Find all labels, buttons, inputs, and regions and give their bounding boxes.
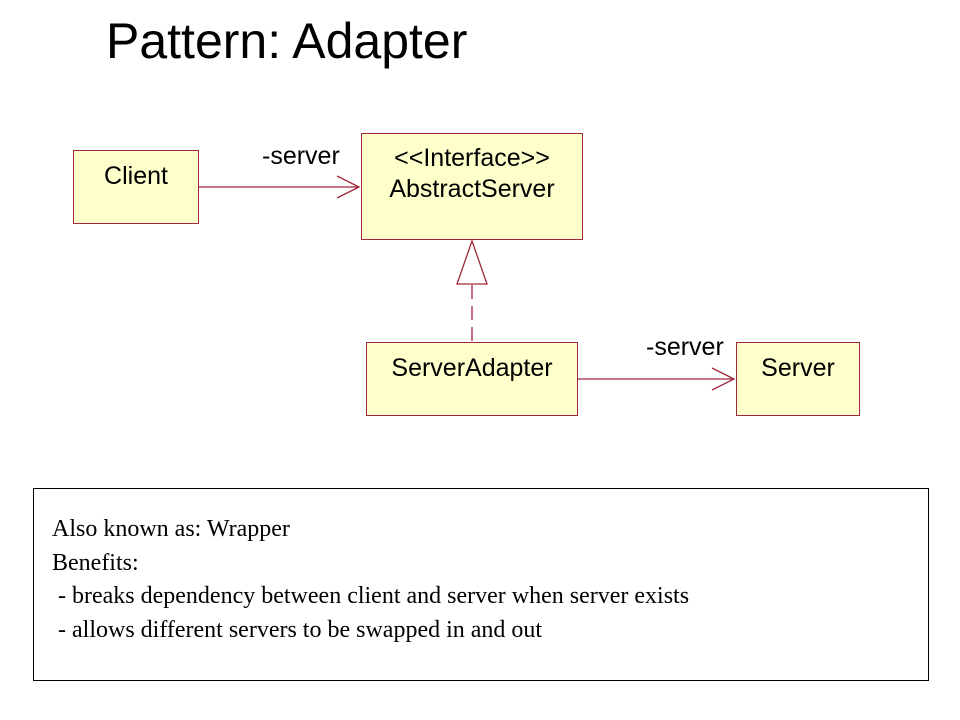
notes-benefit-2: - allows different servers to be swapped… (52, 616, 543, 643)
class-box-server-adapter[interactable]: ServerAdapter (366, 342, 578, 416)
class-box-client[interactable]: Client (73, 150, 199, 224)
class-name-abstract-server: AbstractServer (389, 175, 555, 204)
realization-triangle (456, 239, 488, 285)
stereotype-interface: <<Interface>> (394, 144, 550, 172)
class-name-server-adapter: ServerAdapter (391, 354, 553, 382)
class-box-abstract-server[interactable]: <<Interface>> AbstractServer (361, 133, 583, 240)
notes-box: Also known as: Wrapper Benefits: - break… (33, 488, 929, 681)
association-arrowhead-adapter (711, 367, 736, 391)
class-box-server[interactable]: Server (736, 342, 860, 416)
notes-benefit-1: - breaks dependency between client and s… (52, 583, 690, 610)
slide-title: Pattern: Adapter (106, 13, 468, 69)
association-label-client-abstract: -server (262, 142, 340, 170)
association-arrowhead-client (336, 175, 361, 199)
class-name-server: Server (761, 354, 835, 382)
notes-aka: Also known as: Wrapper (52, 516, 290, 542)
association-label-adapter-server: -server (646, 333, 724, 361)
notes-benefits-heading: Benefits: (52, 549, 139, 576)
class-name-client: Client (104, 162, 168, 190)
